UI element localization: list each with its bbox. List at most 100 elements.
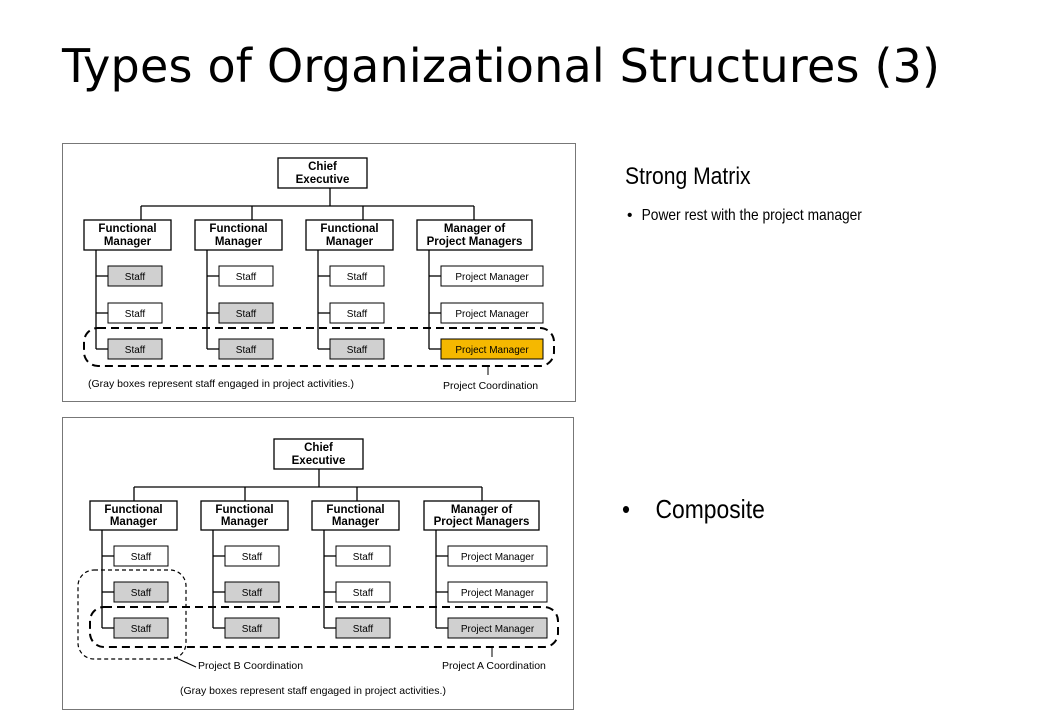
column-heads: Functional Manager Functional Manager Fu…	[83, 219, 533, 251]
staff-box	[335, 545, 391, 567]
staff-label: Staff	[353, 624, 374, 635]
staff-box	[107, 302, 163, 324]
pm-label: Project Manager	[461, 624, 535, 635]
pm-label: Project Manager	[455, 345, 529, 356]
staff-label: Staff	[347, 345, 368, 356]
bullet-dot-icon: •	[627, 207, 633, 224]
pm-label: Project Manager	[455, 272, 529, 283]
staff-box	[113, 545, 169, 567]
project-coordination-outline	[83, 327, 555, 367]
staff-box	[224, 545, 280, 567]
staff-box-gray	[107, 338, 163, 360]
head-label: Functional	[209, 223, 267, 235]
strong-matrix-bullet: • Power rest with the project manager	[627, 205, 887, 226]
head-label: Functional	[215, 504, 273, 516]
head-label: Manager of	[451, 504, 513, 516]
column-heads: Functional Manager Functional Manager Fu…	[89, 500, 540, 531]
staff-label: Staff	[131, 588, 152, 599]
head-label: Functional	[320, 223, 378, 235]
composite-heading-text: Composite	[655, 494, 765, 524]
strong-matrix-heading: Strong Matrix	[625, 163, 751, 190]
connector-lines	[95, 188, 475, 350]
staff-label: Staff	[131, 552, 152, 563]
functional-manager-box	[89, 500, 178, 531]
caption-text: (Gray boxes represent staff engaged in p…	[88, 378, 354, 390]
project-b-pointer	[173, 656, 197, 668]
project-manager-box-highlighted	[440, 338, 544, 360]
staff-box	[335, 581, 391, 603]
head-label: Project Managers	[427, 236, 523, 248]
staff-label: Staff	[347, 309, 368, 320]
staff-label: Staff	[347, 272, 368, 283]
staff-box-gray	[224, 617, 280, 639]
head-label: Manager	[104, 236, 152, 248]
head-label: Manager	[326, 236, 374, 248]
strong-matrix-bullet-text: Power rest with the project manager	[641, 207, 862, 224]
staff-label: Staff	[242, 552, 263, 563]
coordination-label: Project Coordination	[443, 380, 538, 392]
functional-manager-box	[311, 500, 400, 531]
manager-of-project-managers-box	[423, 500, 540, 531]
head-label: Functional	[326, 504, 384, 516]
chief-executive-box	[277, 157, 368, 189]
staff-label: Staff	[236, 345, 257, 356]
composite-diagram: Chief Executive Functional Manager Funct…	[62, 417, 576, 713]
functional-manager-box	[194, 219, 283, 251]
staff-label: Staff	[125, 345, 146, 356]
chief-label-1: Chief	[304, 442, 333, 454]
head-label: Manager	[332, 516, 380, 528]
head-label: Project Managers	[434, 516, 530, 528]
project-manager-box-gray	[447, 617, 548, 639]
chief-label-2: Executive	[292, 455, 346, 467]
staff-label: Staff	[236, 272, 257, 283]
staff-box-gray	[335, 617, 391, 639]
chief-label-1: Chief	[308, 161, 337, 173]
bullet-dot-icon: •	[622, 494, 631, 524]
project-manager-box	[447, 581, 548, 603]
head-label: Functional	[104, 504, 162, 516]
staff-label: Staff	[125, 309, 146, 320]
composite-heading: • Composite	[622, 494, 765, 525]
project-a-label: Project A Coordination	[442, 660, 546, 672]
pm-label: Project Manager	[455, 309, 529, 320]
head-label: Manager of	[444, 223, 506, 235]
staff-box-gray	[107, 265, 163, 287]
staff-box-gray	[224, 581, 280, 603]
staff-box	[329, 265, 385, 287]
connector-lines	[101, 469, 483, 629]
caption-text: (Gray boxes represent staff engaged in p…	[180, 685, 446, 697]
staff-box-gray	[329, 338, 385, 360]
chief-executive-box	[273, 438, 364, 470]
staff-box-gray	[218, 302, 274, 324]
head-label: Functional	[98, 223, 156, 235]
project-a-coordination-outline	[89, 606, 559, 648]
staff-label: Staff	[242, 588, 263, 599]
functional-manager-box	[200, 500, 289, 531]
project-b-label: Project B Coordination	[198, 660, 303, 672]
head-label: Manager	[110, 516, 158, 528]
project-manager-box	[440, 265, 544, 287]
staff-boxes: Staff Staff Staff Staff Staff Staff Staf…	[107, 265, 544, 360]
strong-matrix-svg: Chief Executive Functional Manager Funct…	[62, 143, 576, 402]
staff-box-gray	[113, 617, 169, 639]
staff-label: Staff	[353, 552, 374, 563]
pm-label: Project Manager	[461, 552, 535, 563]
head-label: Manager	[215, 236, 263, 248]
staff-box	[218, 265, 274, 287]
functional-manager-box	[305, 219, 394, 251]
staff-label: Staff	[131, 624, 152, 635]
staff-label: Staff	[236, 309, 257, 320]
pm-label: Project Manager	[461, 588, 535, 599]
manager-of-project-managers-box	[416, 219, 533, 251]
staff-box	[329, 302, 385, 324]
staff-label: Staff	[353, 588, 374, 599]
project-b-coordination-outline	[77, 569, 187, 660]
slide-title: Types of Organizational Structures (3)	[62, 39, 941, 93]
staff-box-gray	[218, 338, 274, 360]
chief-label-2: Executive	[296, 174, 350, 186]
functional-manager-box	[83, 219, 172, 251]
project-manager-box	[447, 545, 548, 567]
staff-box-gray	[113, 581, 169, 603]
head-label: Manager	[221, 516, 269, 528]
strong-matrix-diagram: Chief Executive Functional Manager Funct…	[62, 143, 576, 402]
